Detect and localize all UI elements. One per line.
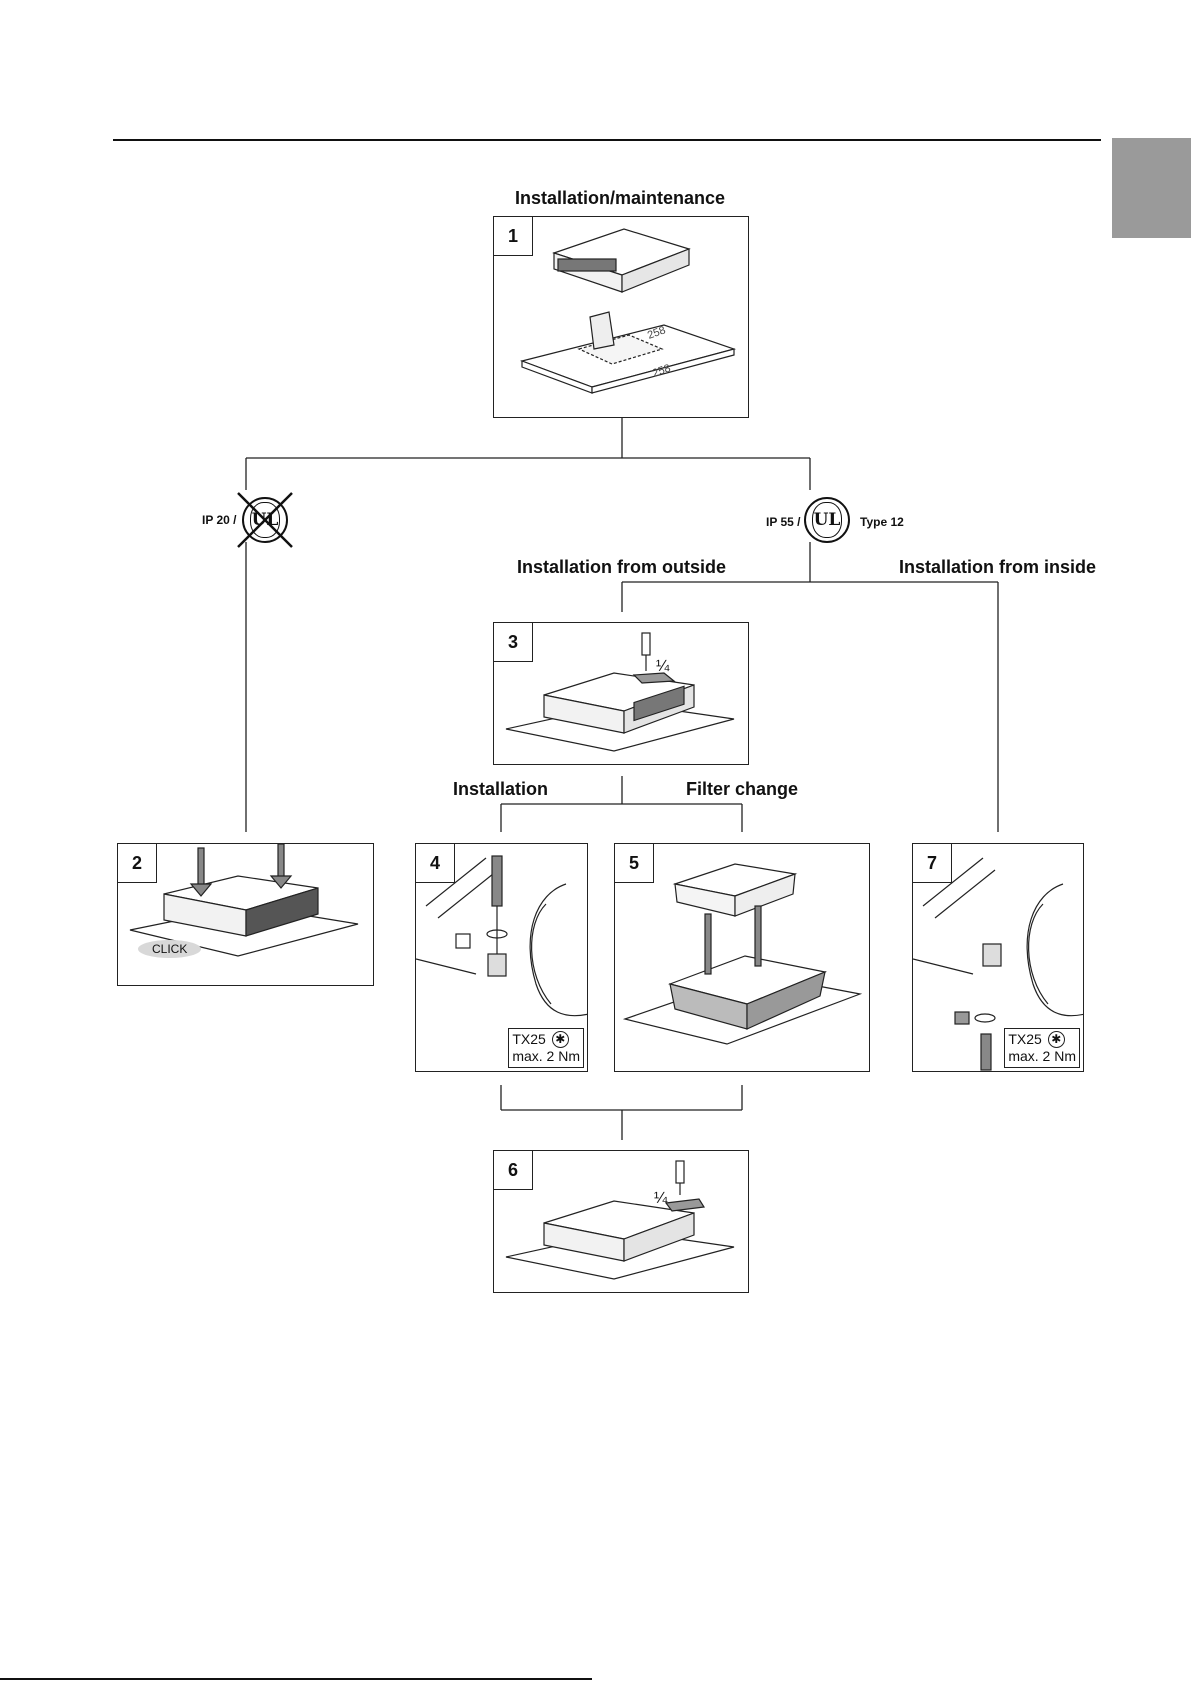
step-number: 1 bbox=[494, 217, 533, 256]
step-5-panel: 5 bbox=[614, 843, 870, 1072]
svg-text:¼: ¼ bbox=[656, 658, 670, 675]
svg-text:¼: ¼ bbox=[654, 1190, 668, 1207]
heading-installation: Installation bbox=[453, 779, 548, 800]
torx-icon: ✱ bbox=[1048, 1031, 1065, 1048]
heading-installation-inside: Installation from inside bbox=[899, 557, 1096, 578]
step-number: 7 bbox=[913, 844, 952, 883]
step-2-panel: 2 CLICK bbox=[117, 843, 374, 986]
heading-filter-change: Filter change bbox=[686, 779, 798, 800]
step-7-panel: 7 TX25✱ max. 2 Nm bbox=[912, 843, 1084, 1072]
ip55-label: IP 55 / bbox=[766, 515, 800, 529]
ul-icon: UL bbox=[804, 497, 850, 543]
click-label: CLICK bbox=[138, 940, 201, 958]
heading-installation-outside: Installation from outside bbox=[517, 557, 726, 578]
step-number: 6 bbox=[494, 1151, 533, 1190]
step-1-panel: 1 258 258 bbox=[493, 216, 749, 418]
step-number: 5 bbox=[615, 844, 654, 883]
type12-label: Type 12 bbox=[860, 515, 904, 529]
footer-rule bbox=[0, 1678, 592, 1680]
step-4-panel: 4 TX25✱ max. 2 Nm bbox=[415, 843, 588, 1072]
ul-crossed-icon: UL bbox=[242, 497, 288, 543]
step-number: 3 bbox=[494, 623, 533, 662]
step-6-panel: 6 ¼ bbox=[493, 1150, 749, 1293]
torque-spec: TX25✱ max. 2 Nm bbox=[508, 1028, 584, 1068]
torx-icon: ✱ bbox=[552, 1031, 569, 1048]
heading-installation-maintenance: Installation/maintenance bbox=[515, 188, 725, 209]
step-number: 4 bbox=[416, 844, 455, 883]
torque-spec: TX25✱ max. 2 Nm bbox=[1004, 1028, 1080, 1068]
step-3-panel: 3 ¼ bbox=[493, 622, 749, 765]
step-number: 2 bbox=[118, 844, 157, 883]
ip20-label: IP 20 / bbox=[202, 513, 236, 527]
